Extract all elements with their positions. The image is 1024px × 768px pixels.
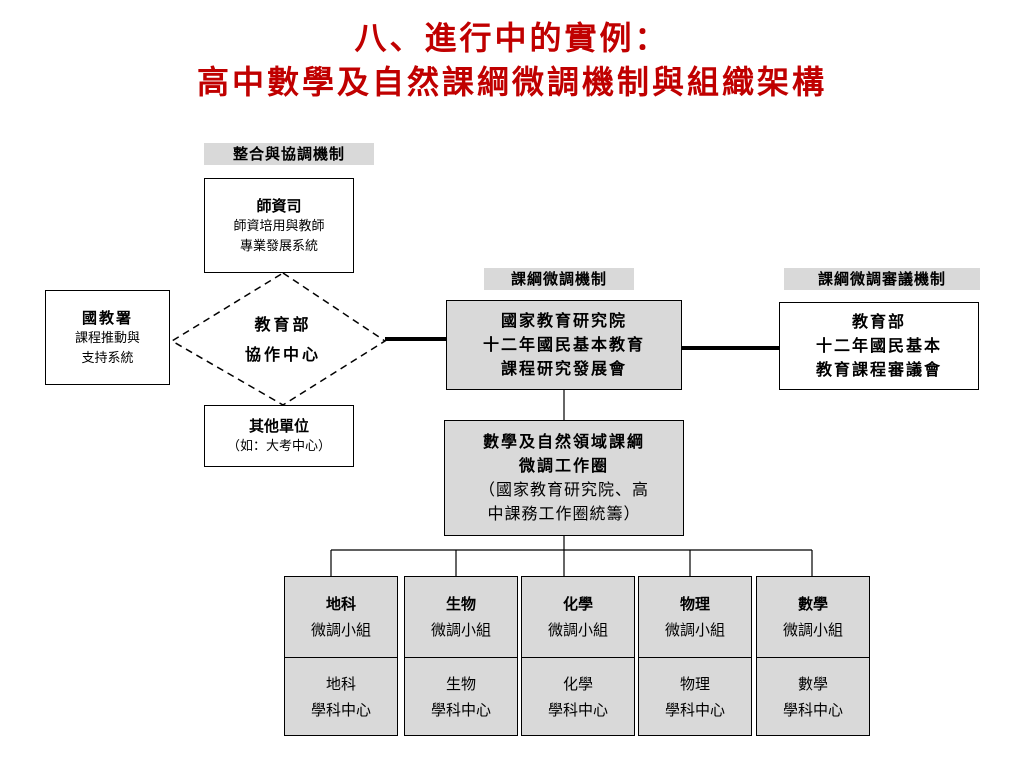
subgroup-math-group: 微調小組 (782, 621, 843, 639)
subgroup-phys-subject: 物理 (679, 595, 710, 613)
subgroup-bio: 生物 微調小組 生物 學科中心 (404, 576, 518, 736)
moe-review-line2: 十二年國民基本 (815, 336, 942, 355)
other-units-name: 其他單位 (248, 417, 309, 435)
k12-agency-name: 國教署 (81, 308, 133, 327)
subgroup-earth-group: 微調小組 (310, 621, 371, 639)
subgroup-earth-top: 地科 微調小組 (285, 577, 397, 658)
page-title-line1: 八、進行中的實例： (354, 19, 670, 57)
subgroup-math-top: 數學 微調小組 (757, 577, 869, 658)
page-title-line2: 高中數學及自然課綱微調機制與組織架構 (196, 63, 827, 101)
subgroup-earth-center-label: 學科中心 (310, 701, 371, 719)
subgroup-bio-center-label: 學科中心 (430, 701, 491, 719)
teacher-dept-box: 師資司 師資培用與教師 專業發展系統 (204, 178, 354, 273)
label-review: 課綱微調審議機制 (784, 268, 980, 290)
subgroup-chem-center: 化學 學科中心 (522, 658, 634, 736)
coordination-center: 教育部 協作中心 (213, 310, 353, 370)
workgroup-line1: 數學及自然領域課綱 (482, 432, 645, 451)
subgroup-earth-center: 地科 學科中心 (285, 658, 397, 736)
subgroup-bio-center-subject: 生物 (445, 675, 476, 693)
naer-line2: 十二年國民基本教育 (482, 335, 645, 354)
workgroup-line4: 中課務工作圈統籌） (487, 504, 641, 523)
moe-review-line1: 教育部 (851, 312, 906, 331)
k12-agency-line1: 課程推動與 (74, 330, 140, 346)
label-adjust: 課綱微調機制 (484, 268, 634, 290)
subgroup-phys: 物理 微調小組 物理 學科中心 (638, 576, 752, 736)
subgroup-phys-center-label: 學科中心 (664, 701, 725, 719)
subgroup-math-subject: 數學 (797, 595, 828, 613)
subgroup-bio-subject: 生物 (445, 595, 476, 613)
subgroup-bio-top: 生物 微調小組 (405, 577, 517, 658)
subgroup-bio-center: 生物 學科中心 (405, 658, 517, 736)
other-units-note: （如：大考中心） (226, 439, 331, 454)
k12-agency-box: 國教署 課程推動與 支持系統 (45, 290, 170, 385)
naer-box: 國家教育研究院 十二年國民基本教育 課程研究發展會 (446, 300, 682, 390)
subgroup-math-center-label: 學科中心 (782, 701, 843, 719)
subgroup-earth-subject: 地科 (325, 595, 356, 613)
teacher-dept-name: 師資司 (256, 196, 302, 215)
subgroup-earth: 地科 微調小組 地科 學科中心 (284, 576, 398, 736)
teacher-dept-line1: 師資培用與教師 (233, 218, 325, 234)
subgroup-chem-top: 化學 微調小組 (522, 577, 634, 658)
workgroup-line2: 微調工作圈 (518, 456, 609, 475)
moe-review-box: 教育部 十二年國民基本 教育課程審議會 (779, 302, 979, 390)
subgroup-math: 數學 微調小組 數學 學科中心 (756, 576, 870, 736)
naer-line1: 國家教育研究院 (500, 311, 627, 330)
subgroup-phys-center-subject: 物理 (679, 675, 710, 693)
workgroup-line3: （國家教育研究院、高 (478, 480, 649, 499)
subgroup-math-center-subject: 數學 (797, 675, 828, 693)
moe-review-line3: 教育課程審議會 (815, 360, 942, 379)
subgroup-chem-center-subject: 化學 (562, 675, 593, 693)
workgroup-box: 數學及自然領域課綱 微調工作圈 （國家教育研究院、高 中課務工作圈統籌） (444, 420, 684, 536)
subgroup-chem: 化學 微調小組 化學 學科中心 (521, 576, 635, 736)
teacher-dept-line2: 專業發展系統 (239, 238, 318, 254)
subgroup-earth-center-subject: 地科 (325, 675, 356, 693)
subgroup-bio-group: 微調小組 (430, 621, 491, 639)
subgroup-chem-center-label: 學科中心 (547, 701, 608, 719)
coordination-line1: 教育部 (254, 315, 312, 334)
subgroup-phys-center: 物理 學科中心 (639, 658, 751, 736)
subgroup-math-center: 數學 學科中心 (757, 658, 869, 736)
subgroup-phys-top: 物理 微調小組 (639, 577, 751, 658)
subgroup-chem-subject: 化學 (562, 595, 593, 613)
subgroup-phys-group: 微調小組 (664, 621, 725, 639)
k12-agency-line2: 支持系統 (81, 350, 134, 366)
other-units-box: 其他單位 （如：大考中心） (204, 405, 354, 467)
subgroup-chem-group: 微調小組 (547, 621, 608, 639)
coordination-line2: 協作中心 (244, 345, 321, 364)
label-integration: 整合與協調機制 (204, 143, 374, 165)
naer-line3: 課程研究發展會 (500, 359, 627, 378)
